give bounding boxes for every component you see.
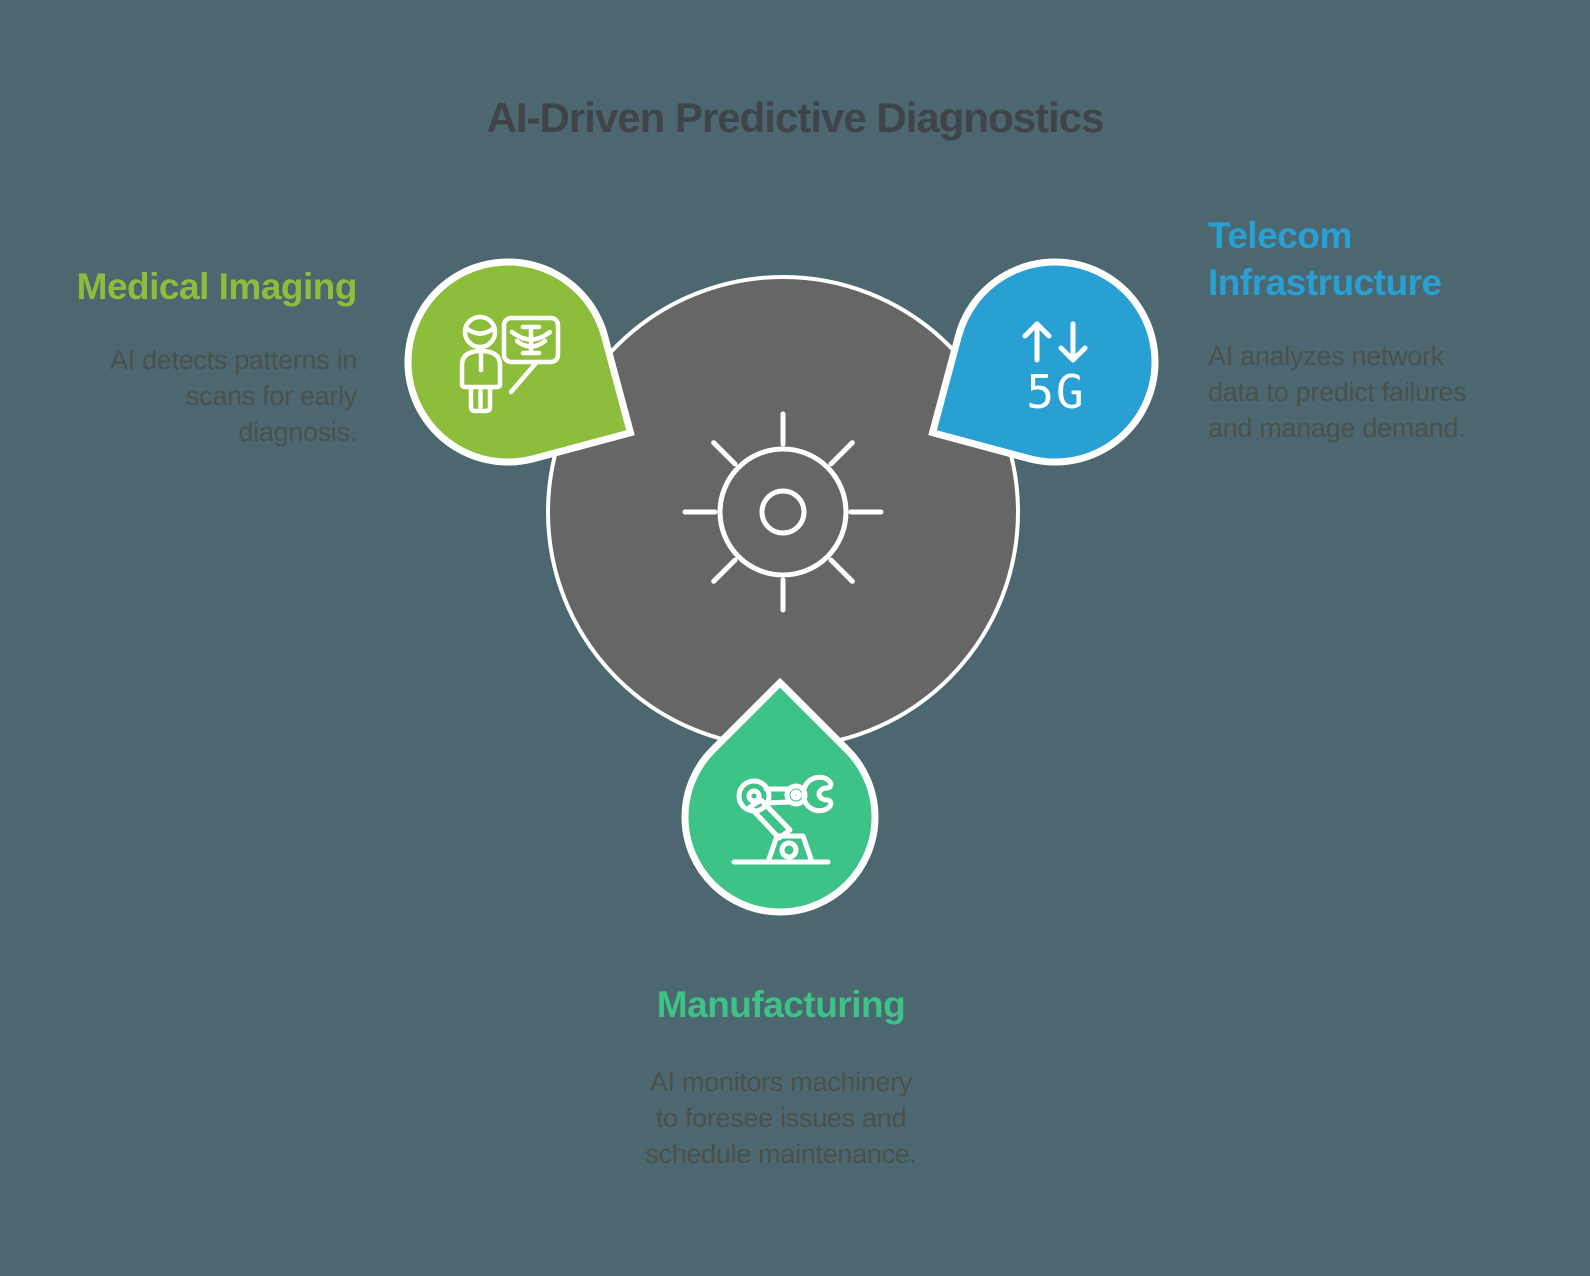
page-title: AI-Driven Predictive Diagnostics xyxy=(486,94,1105,141)
telecom-teardrop-shape xyxy=(928,258,1159,466)
hub-circle xyxy=(546,275,1020,749)
section-manufacturing: Manufacturing AI monitors machinery to f… xyxy=(481,981,1081,1172)
manufacturing-description: AI monitors machinery to foresee issues … xyxy=(645,1067,917,1169)
node-telecom-infrastructure xyxy=(928,258,1159,466)
manufacturing-heading: Manufacturing xyxy=(656,984,906,1025)
medical-imaging-description: AI detects patterns in scans for early d… xyxy=(109,345,357,447)
5g-label: 5G xyxy=(1026,365,1085,419)
telecom-infrastructure-description: AI analyzes network data to predict fail… xyxy=(1208,341,1467,443)
telecom-infrastructure-heading: Telecom Infrastructure xyxy=(1208,215,1442,303)
gear-icon xyxy=(682,411,884,613)
medical-imaging-heading: Medical Imaging xyxy=(76,266,358,307)
manufacturing-drop-shape xyxy=(681,677,879,916)
presenter-scan-icon xyxy=(459,314,561,414)
updown-5g-icon: 5G xyxy=(1022,321,1088,419)
section-telecom-infrastructure: Telecom Infrastructure AI analyzes netwo… xyxy=(1208,212,1548,446)
node-manufacturing xyxy=(681,677,879,916)
robot-arm-icon xyxy=(731,774,834,865)
section-medical-imaging: Medical Imaging AI detects patterns in s… xyxy=(55,263,358,450)
